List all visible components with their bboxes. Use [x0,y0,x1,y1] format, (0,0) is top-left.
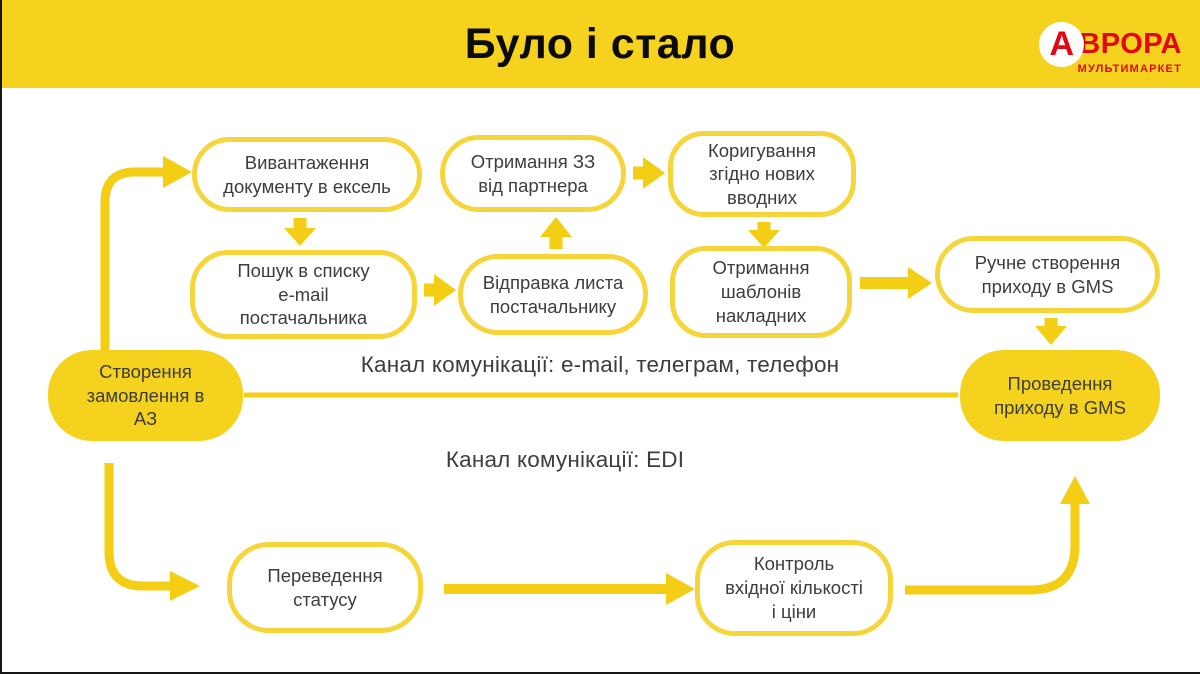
logo-wordmark: А ВРОРА [1039,22,1182,67]
avrora-logo: А ВРОРА МУЛЬТИМАРКЕТ [1039,22,1182,75]
node-label: Контроль вхідної кількості і ціни [725,553,863,622]
node-send-letter: Відправка листа постачальнику [458,254,648,335]
arrow-send-to-receive-icon [540,217,572,249]
node-label: Пошук в списку e-mail постачальника [237,260,370,329]
node-label: Переведення статусу [267,564,383,610]
page-title: Було і стало [464,19,736,68]
arrow-control-to-post-icon [905,476,1090,595]
arrow-export-to-search-icon [284,218,316,246]
channel-edi-label: Канал комунікації: EDI [445,447,685,472]
arrow-receive-to-adjust-icon [633,157,665,189]
node-post-receipt: Проведення приходу в GMS [960,350,1160,441]
node-export-excel: Вивантаження документу в ексель [192,137,422,212]
node-label: Створення замовлення в АЗ [86,360,205,430]
node-label: Отримання шаблонів накладних [712,257,810,326]
arrow-templates-to-manual-icon [860,267,932,299]
node-search-email: Пошук в списку e-mail постачальника [190,250,417,339]
arrow-status-to-control-icon [444,573,695,605]
logo-initial-circle: А [1039,22,1085,67]
logo-wordmark-rest: ВРОРА [1079,28,1182,60]
node-label: Відправка листа постачальнику [482,271,624,317]
node-receive-templates: Отримання шаблонів накладних [670,246,852,338]
node-label: Коригування згідно нових вводних [707,139,817,208]
node-label: Ручне створення приходу в GMS [974,251,1121,297]
slide-border-left [0,0,2,674]
node-change-status: Переведення статусу [227,542,423,633]
arrow-create-to-status-icon [104,463,200,601]
node-create-order: Створення замовлення в АЗ [48,350,243,441]
channel-email-label: Канал комунікації: e-mail, телеграм, тел… [360,352,840,377]
header-band [0,0,1200,88]
node-adjust-inputs: Коригування згідно нових вводних [668,131,856,217]
node-label: Вивантаження документу в ексель [223,151,391,197]
node-label: Отримання ЗЗ від партнера [470,150,596,196]
arrow-manual-to-post-icon [1035,318,1067,345]
node-control-qty: Контроль вхідної кількості і ціни [695,540,893,636]
node-manual-receipt: Ручне створення приходу в GMS [935,236,1160,313]
node-label: Проведення приходу в GMS [994,372,1126,418]
arrow-adjust-to-templates-icon [748,222,780,248]
node-receive-order: Отримання ЗЗ від партнера [440,135,626,212]
arrow-search-to-send-icon [424,274,456,306]
slide-border-bottom [0,672,1200,674]
logo-tagline: МУЛЬТИМАРКЕТ [1077,63,1182,75]
arrow-create-to-export-icon [100,156,192,350]
